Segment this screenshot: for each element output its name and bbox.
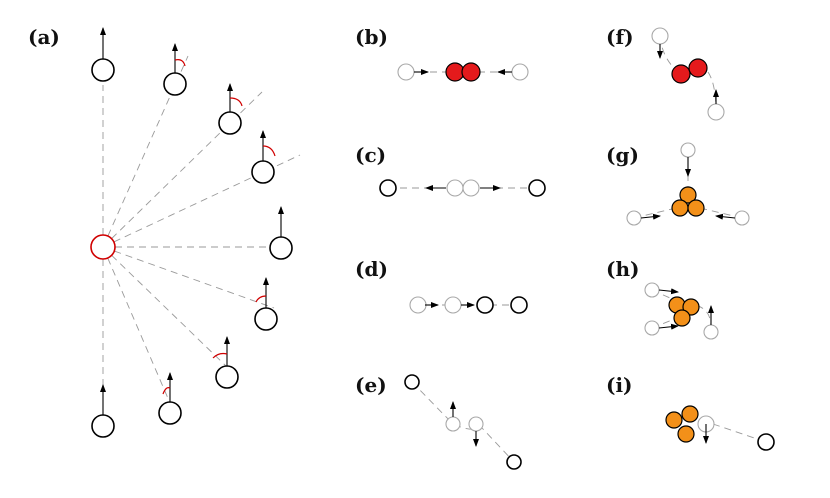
panel-g: (g): [606, 142, 750, 226]
ghost-particle: [644, 320, 660, 336]
ghost-particle: [651, 27, 669, 45]
velocity-arrow: [715, 213, 736, 220]
ghost-particle: [462, 179, 480, 197]
velocity-arrow: [658, 288, 679, 295]
panel-label-e: (e): [355, 373, 387, 397]
particle: [757, 433, 775, 451]
particle: [404, 374, 420, 390]
particle-top: [91, 58, 115, 82]
trimer-particle: [679, 186, 697, 204]
ghost-particle: [511, 63, 529, 81]
panel-label-f: (f): [606, 25, 634, 49]
ray-7: [102, 246, 171, 404]
panel-a-particles: [91, 27, 293, 438]
trimer-particle: [687, 199, 705, 217]
particle-4: [269, 236, 293, 260]
panel-d: (d): [355, 257, 528, 314]
panel-c: (c): [355, 143, 546, 197]
ghost-particle: [680, 142, 696, 158]
panel-i: (i): [606, 373, 775, 451]
trimer-particle: [671, 199, 689, 217]
angle-mark: [229, 97, 243, 107]
trimer-particle: [665, 411, 683, 429]
trimer-particle: [681, 405, 699, 423]
dimer-particle: [461, 62, 481, 82]
angle-mark: [212, 352, 228, 359]
panel-a: (a): [28, 25, 301, 438]
trimer-particle: [673, 309, 691, 327]
panel-label-d: (d): [355, 257, 388, 281]
panel-label-i: (i): [606, 373, 633, 397]
ghost-particle: [644, 282, 660, 298]
ghost-particle: [703, 324, 719, 340]
panel-h: (h): [606, 257, 719, 340]
panel-a-rays: [102, 55, 301, 414]
panel-label-c: (c): [355, 143, 386, 167]
particle-2: [218, 111, 242, 135]
ghost-particle: [468, 416, 484, 432]
angle-mark: [255, 295, 267, 303]
ghost-particle: [409, 296, 427, 314]
velocity-arrow: [640, 213, 661, 220]
ghost-particle: [734, 210, 750, 226]
angle-mark: [174, 59, 186, 67]
center-particle: [90, 234, 116, 260]
panel-label-g: (g): [606, 143, 639, 167]
particle-bottom: [91, 414, 115, 438]
ghost-particle: [397, 63, 415, 81]
angle-mark: [162, 387, 171, 395]
ray-6: [102, 246, 227, 367]
ghost-particle: [626, 210, 642, 226]
particle-5: [254, 307, 278, 331]
angle-mark: [262, 145, 276, 157]
ghost-particle: [444, 296, 462, 314]
panel-label-h: (h): [606, 257, 639, 281]
panel-f: (f): [606, 25, 725, 121]
particle: [528, 179, 546, 197]
dashed-track: [411, 381, 515, 463]
trimer-particle: [677, 425, 695, 443]
ray-5: [102, 246, 275, 309]
dimer-particle: [445, 62, 465, 82]
trimer-particle: [682, 298, 700, 316]
particle: [379, 179, 397, 197]
particle: [510, 296, 528, 314]
particle: [506, 454, 522, 470]
panel-e: (e): [355, 373, 522, 470]
particle-1: [163, 72, 187, 96]
particle-6: [215, 365, 239, 389]
panel-b: (b): [355, 25, 529, 82]
velocity-arrow: [658, 323, 679, 330]
dashed-track: [712, 423, 767, 443]
particle: [476, 296, 494, 314]
panel-label-b: (b): [355, 25, 388, 49]
panel-label-a: (a): [28, 25, 60, 49]
dimer-particle: [671, 64, 691, 84]
ghost-particle: [707, 103, 725, 121]
particle-3: [251, 160, 275, 184]
ghost-particle: [446, 179, 464, 197]
dimer-particle: [688, 58, 708, 78]
particle-7: [158, 401, 182, 425]
ghost-particle: [445, 416, 461, 432]
